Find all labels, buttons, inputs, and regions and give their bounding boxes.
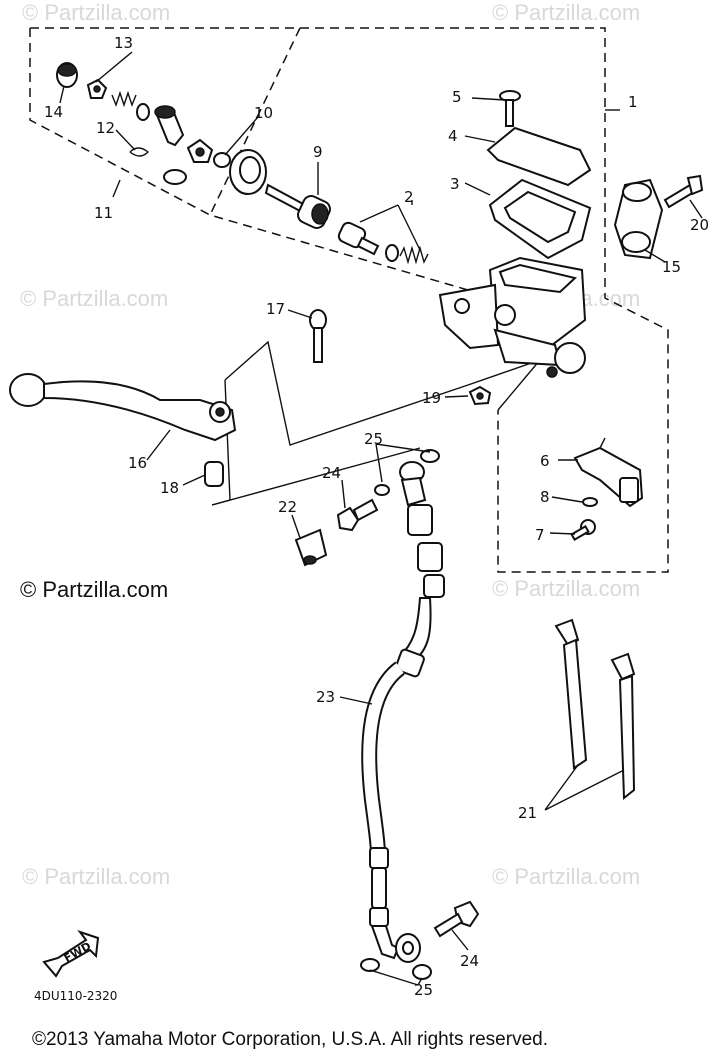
boot-10	[229, 149, 267, 195]
cap-14	[56, 62, 78, 88]
callout-2: 2	[404, 188, 414, 206]
watermark: © Partzilla.com	[492, 0, 640, 25]
washer-10	[213, 152, 231, 168]
washer	[136, 103, 150, 121]
footer-copyright: ©2013 Yamaha Motor Corporation, U.S.A. A…	[32, 1029, 548, 1050]
copyright-watermark: © Partzilla.com	[20, 577, 168, 602]
callout-6: 6	[540, 452, 550, 470]
callout-3: 3	[450, 175, 460, 193]
callout-13: 13	[114, 34, 133, 52]
callout-25: 25	[364, 430, 383, 448]
cable-tie-21	[554, 618, 636, 801]
watermark: © Partzilla.com	[22, 0, 170, 25]
washer-8	[582, 497, 598, 507]
nut-19	[468, 385, 492, 406]
union-bolt-24	[336, 498, 379, 532]
gasket-25-low2	[412, 964, 432, 980]
callout-14: 14	[44, 103, 63, 121]
spring	[111, 90, 137, 108]
callout-18: 18	[160, 479, 179, 497]
callout-17: 17	[266, 300, 285, 318]
watermark: © Partzilla.com	[20, 286, 168, 311]
callout-21: 21	[518, 804, 537, 822]
callout-25: 25	[414, 981, 433, 999]
collar-18	[204, 461, 224, 487]
clamp-15	[613, 178, 664, 260]
callout-22: 22	[278, 498, 297, 516]
master-cylinder-body	[438, 256, 587, 378]
forward-arrow-icon: FWD	[42, 930, 100, 978]
nut-10	[186, 138, 214, 163]
callout-5: 5	[452, 88, 462, 106]
boot-piston	[154, 105, 185, 147]
callout-16: 16	[128, 454, 147, 472]
leader-lines	[59, 51, 703, 986]
gasket-25-top	[420, 449, 440, 463]
brake-switch-6	[573, 437, 644, 508]
bleed-cap-22	[294, 528, 328, 567]
gasket-25-low	[360, 958, 380, 972]
pivot-bolt-17	[309, 309, 327, 363]
callout-15: 15	[662, 258, 681, 276]
callout-19: 19	[422, 389, 441, 407]
assembly-boundary	[29, 27, 669, 573]
nut-13	[86, 78, 108, 99]
brake-lever-16	[9, 373, 237, 442]
reservoir-cap-4	[486, 126, 592, 187]
brake-hose-23	[361, 461, 445, 963]
callout-10: 10	[254, 104, 273, 122]
piston-kit-2	[337, 221, 429, 265]
watermark: © Partzilla.com	[22, 864, 170, 889]
gasket-25	[374, 484, 390, 496]
callout-20: 20	[690, 216, 709, 234]
callout-24: 24	[322, 464, 341, 482]
callout-11: 11	[94, 204, 113, 222]
diaphragm-3	[488, 178, 592, 260]
union-bolt-24-low	[433, 900, 480, 938]
fwd-label: FWD	[62, 939, 93, 965]
screw-5	[499, 90, 521, 127]
callout-labels: 13 14 12 11 10 9 2 5 4 3 1 20 15 17 19 2…	[44, 34, 709, 999]
lever-boundary	[224, 340, 543, 446]
clip-12	[129, 147, 150, 157]
screw-7	[570, 519, 596, 541]
o-ring	[163, 169, 187, 185]
diagram-code: 4DU110-2320	[34, 989, 117, 1003]
callout-24: 24	[460, 952, 479, 970]
callout-8: 8	[540, 488, 550, 506]
callout-12: 12	[96, 119, 115, 137]
piston-rod-9	[264, 183, 331, 229]
callout-4: 4	[448, 127, 458, 145]
bolt-20	[663, 174, 704, 209]
callout-23: 23	[316, 688, 335, 706]
watermark: © Partzilla.com	[492, 576, 640, 601]
callout-1: 1	[628, 93, 638, 111]
callout-9: 9	[313, 143, 323, 161]
callout-7: 7	[535, 526, 545, 544]
watermark: © Partzilla.com	[492, 864, 640, 889]
